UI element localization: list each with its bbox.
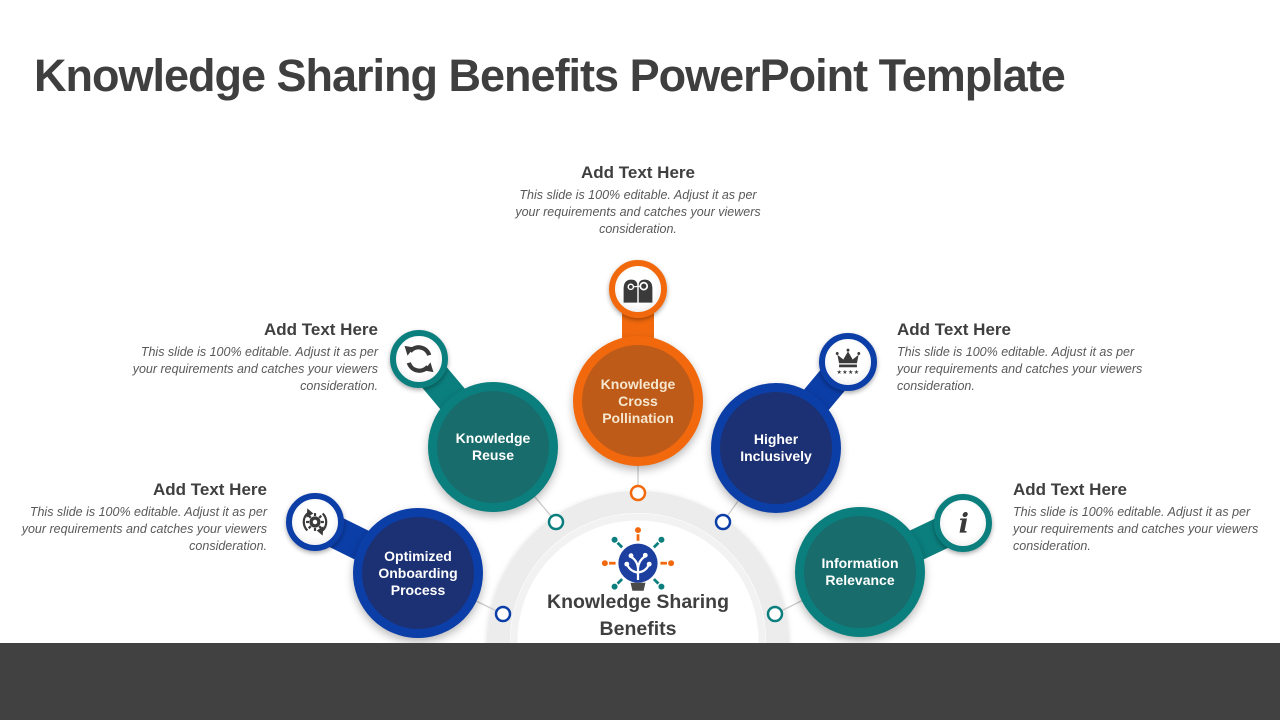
node-icon-badge <box>390 330 448 388</box>
node-icon-badge: i <box>934 494 992 552</box>
info-icon: i <box>959 507 969 539</box>
slide-title: Knowledge Sharing Benefits PowerPoint Te… <box>34 50 1066 101</box>
svg-text:i: i <box>959 507 969 539</box>
node-icon-badge <box>609 260 667 318</box>
add-text-heading: Add Text Here <box>153 480 267 499</box>
node-information-relevance: Information Relevance <box>795 507 925 637</box>
node-label: Higher Inclusively <box>740 431 812 464</box>
crown-stars-icon: ★★★★ <box>835 348 861 376</box>
node-label: Knowledge Cross Pollination <box>600 375 676 426</box>
add-text-heading: Add Text Here <box>897 320 1011 339</box>
node-icon-badge <box>286 493 344 551</box>
add-text-heading: Add Text Here <box>264 320 378 339</box>
lightbulb-network-icon <box>601 527 675 591</box>
node-icon-badge: ★★★★ <box>819 333 877 391</box>
add-text-body: This slide is 100% editable. Adjust it a… <box>1013 505 1259 553</box>
anchor-ring <box>629 484 647 502</box>
add-text-body: This slide is 100% editable. Adjust it a… <box>21 505 267 553</box>
node-label: Information Relevance <box>821 555 899 588</box>
anchor-ring <box>494 605 512 623</box>
add-text-body: This slide is 100% editable. Adjust it a… <box>897 345 1143 393</box>
process-cycle-gear-icon <box>302 508 328 536</box>
add-text-body: This slide is 100% editable. Adjust it a… <box>132 345 378 393</box>
add-text-body: This slide is 100% editable. Adjust it a… <box>515 188 761 236</box>
svg-text:★★★★: ★★★★ <box>837 369 860 376</box>
reuse-arrows-icon <box>404 345 434 373</box>
hub-arc-inner-shadow <box>510 513 766 720</box>
node-knowledge-cross-pollination: Knowledge Cross Pollination <box>573 336 703 466</box>
node-label: Knowledge Reuse <box>455 430 531 463</box>
text-block-top: Add Text Here This slide is 100% editabl… <box>513 163 763 238</box>
text-block-left-bottom: Add Text Here This slide is 100% editabl… <box>17 480 267 555</box>
anchor-ring <box>714 513 732 531</box>
knowledge-transfer-heads-icon <box>623 279 653 303</box>
add-text-heading: Add Text Here <box>1013 480 1127 499</box>
add-text-heading: Add Text Here <box>581 163 695 182</box>
anchor-ring <box>766 605 784 623</box>
anchor-ring <box>547 513 565 531</box>
node-optimized-onboarding-process: Optimized Onboarding Process <box>353 508 483 638</box>
node-label: Optimized Onboarding Process <box>378 547 458 598</box>
footer-bar <box>0 643 1280 720</box>
node-higher-inclusively: Higher Inclusively <box>711 383 841 513</box>
node-knowledge-reuse: Knowledge Reuse <box>428 382 558 512</box>
text-block-right-bottom: Add Text Here This slide is 100% editabl… <box>1013 480 1263 555</box>
text-block-right-middle: Add Text Here This slide is 100% editabl… <box>897 320 1147 395</box>
hub-label: Knowledge Sharing Benefits <box>546 591 729 640</box>
text-block-left-middle: Add Text Here This slide is 100% editabl… <box>128 320 378 395</box>
